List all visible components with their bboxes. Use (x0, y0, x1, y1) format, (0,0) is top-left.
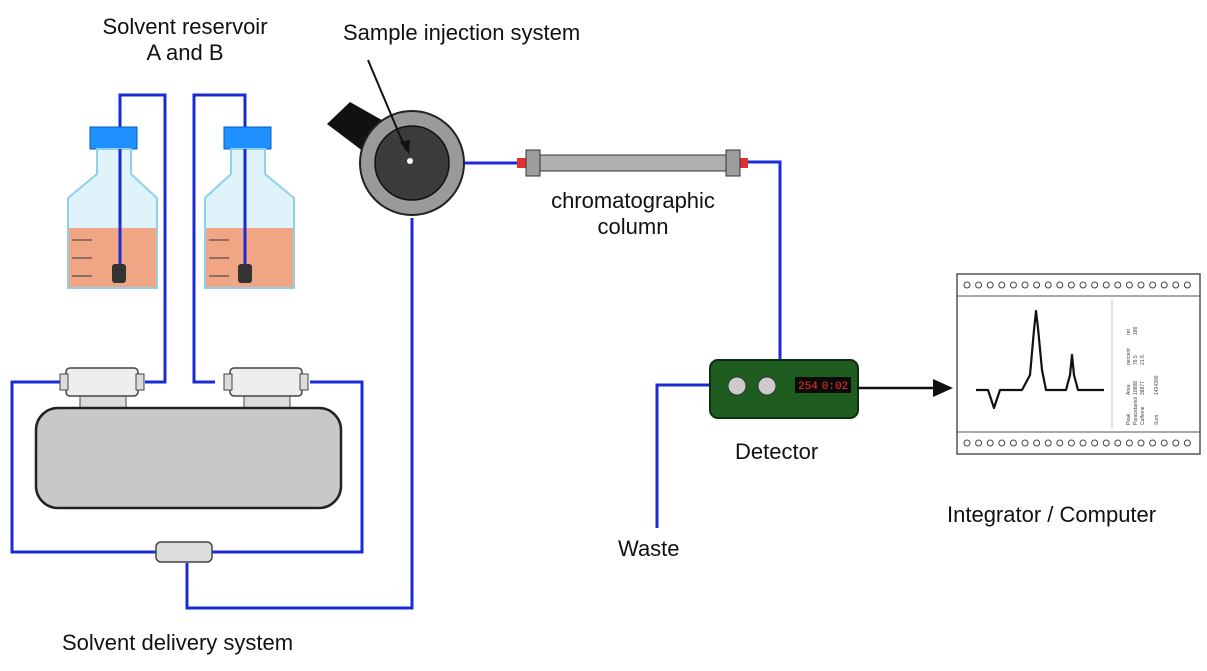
chromatographic-column (517, 149, 748, 177)
sprocket-hole (1033, 281, 1041, 289)
waste-label: Waste (618, 536, 680, 561)
sprocket-hole (1137, 439, 1145, 447)
printout-cell: Area (1126, 384, 1132, 395)
sprocket-hole (1091, 281, 1099, 289)
tube-mixer-to-injector (185, 218, 414, 610)
sprocket-hole (1149, 439, 1157, 447)
detector-knob-right (757, 376, 777, 396)
sprocket-hole (1091, 439, 1099, 447)
arrow-to-integrator (858, 379, 953, 397)
sprocket-hole (1079, 439, 1087, 447)
sprocket-hole (1125, 439, 1133, 447)
printout-cell: 1424300 (1154, 375, 1160, 395)
sprocket-hole (1067, 281, 1075, 289)
sprocket-hole (1021, 439, 1029, 447)
solvent-bottle-b (204, 126, 295, 289)
reservoir-label-line2: A and B (146, 40, 224, 65)
sprocket-hole (1067, 439, 1075, 447)
detector: 254 0:02 (709, 359, 859, 419)
printout-cell: ret (1126, 329, 1132, 335)
sprocket-hole (1172, 281, 1180, 289)
column-label: chromatographic column (528, 188, 738, 240)
sprocket-hole (975, 281, 983, 289)
sprocket-holes-top (963, 281, 1191, 289)
integrator-label: Integrator / Computer (947, 502, 1157, 527)
sprocket-hole (1160, 439, 1168, 447)
injection-label: Sample injection system (343, 20, 581, 45)
printout-cell: Sum (1154, 415, 1160, 425)
reservoir-label: Solvent reservoir A and B (70, 14, 300, 66)
sprocket-hole (975, 439, 983, 447)
tube-pump-b-return (212, 380, 364, 554)
sprocket-hole (1137, 281, 1145, 289)
sprocket-hole (998, 439, 1006, 447)
detector-reading: 0:02 (822, 381, 848, 393)
printout-cell: 10888 (1133, 381, 1139, 395)
sprocket-hole (998, 281, 1006, 289)
sprocket-hole (1102, 281, 1110, 289)
solvent-bottle-a (67, 126, 158, 289)
sprocket-hole (1044, 281, 1052, 289)
column-label-line1: chromatographic (551, 188, 715, 213)
sprocket-hole (1102, 439, 1110, 447)
sprocket-hole (1114, 281, 1122, 289)
printout-cell: 38877 (1140, 381, 1146, 395)
reservoir-label-line1: Solvent reservoir (102, 14, 268, 39)
sprocket-hole (1056, 281, 1064, 289)
tube-pump-a-return (10, 380, 158, 554)
sprocket-hole (1009, 439, 1017, 447)
printout-cell: 78.5 (1133, 355, 1139, 365)
sample-injector (327, 59, 465, 216)
tube-detector-to-waste (655, 383, 710, 528)
printout-cell: Peak (1126, 413, 1132, 425)
detector-knob-left (727, 376, 747, 396)
sprocket-hole (1044, 439, 1052, 447)
sprocket-hole (1160, 281, 1168, 289)
sprocket-hole (1009, 281, 1017, 289)
sprocket-hole (1183, 281, 1191, 289)
sprocket-hole (1172, 439, 1180, 447)
tube-column-to-detector (745, 160, 782, 360)
printout-cell: percent (1126, 348, 1132, 365)
delivery-label: Solvent delivery system (62, 630, 294, 655)
sprocket-hole (963, 281, 971, 289)
sprocket-hole (986, 281, 994, 289)
solvent-pump (34, 367, 343, 510)
printout-cell: 186 (1133, 326, 1139, 335)
sprocket-hole (1183, 439, 1191, 447)
sprocket-hole (963, 439, 971, 447)
sprocket-hole (1079, 281, 1087, 289)
detector-label: Detector (735, 439, 819, 464)
sprocket-hole (1125, 281, 1133, 289)
printout-cell: Paracetamol (1133, 397, 1139, 425)
detector-wavelength: 254 (798, 381, 818, 393)
sprocket-hole (1149, 281, 1157, 289)
printout-cell: Caffeine (1140, 406, 1146, 425)
sprocket-hole (1056, 439, 1064, 447)
chromatogram-trace (976, 309, 1104, 410)
sprocket-hole (986, 439, 994, 447)
sprocket-hole (1021, 281, 1029, 289)
sprocket-holes-bottom (963, 439, 1191, 447)
printout-cell: 21.5 (1140, 355, 1146, 365)
sprocket-hole (1033, 439, 1041, 447)
column-label-line2: column (597, 214, 669, 239)
mixer (155, 541, 213, 563)
sprocket-hole (1114, 439, 1122, 447)
